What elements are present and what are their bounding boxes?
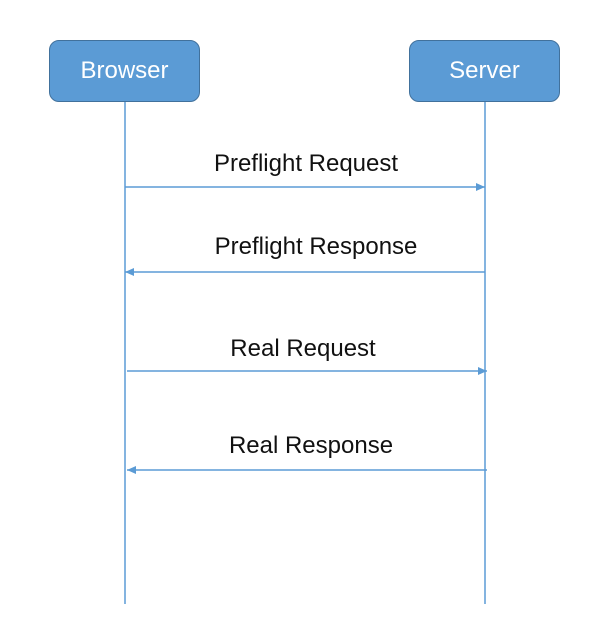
message-label-real-request: Real Request	[230, 335, 376, 362]
message-label-preflight-request: Preflight Request	[213, 150, 399, 177]
server-label: Server	[449, 57, 520, 84]
browser-label: Browser	[80, 57, 169, 84]
message-label-real-response: Real Response	[228, 432, 394, 459]
message-label-preflight-response: Preflight Response	[214, 233, 418, 260]
server-box: Server	[409, 40, 560, 102]
browser-box: Browser	[49, 40, 200, 102]
